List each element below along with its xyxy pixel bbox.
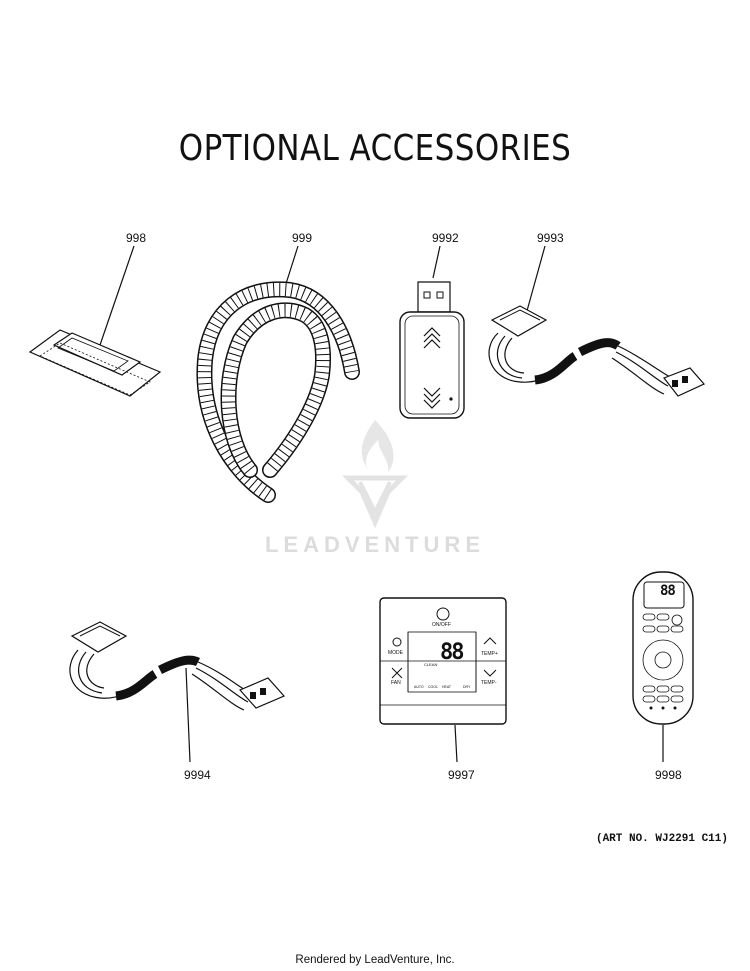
thermostat-heat-label: HEAT: [442, 685, 452, 689]
thermostat-cool-label: COOL: [428, 685, 438, 689]
callout-9994: 9994: [184, 768, 211, 782]
callout-998: 998: [126, 231, 147, 245]
art-number: (ART NO. WJ2291 C11): [595, 833, 728, 845]
thermostat-digits: 88: [440, 640, 464, 665]
callout-9998: 9998: [655, 768, 682, 782]
remote-digits: 88: [660, 583, 676, 599]
thermostat-mode-label: MODE: [388, 650, 403, 656]
thermostat-clean-label: CLEAN: [424, 662, 438, 667]
thermostat-temp-down-label: TEMP-: [481, 680, 497, 686]
power-icon: [436, 607, 450, 621]
page-title: OPTIONAL ACCESSORIES: [178, 128, 572, 169]
callout-9997: 9997: [448, 768, 475, 782]
footer-credit: Rendered by LeadVenture, Inc.: [295, 954, 455, 966]
watermark-text: LEADVENTURE: [264, 532, 485, 557]
callout-9993: 9993: [537, 231, 564, 245]
thermostat-temp-up-label: TEMP+: [481, 651, 498, 657]
thermostat-fan-label: FAN: [391, 680, 401, 686]
callout-999: 999: [292, 231, 313, 245]
callout-9992: 9992: [432, 231, 459, 245]
thermostat-onoff-label: ON/OFF: [432, 622, 451, 628]
thermostat-auto-label: AUTO: [414, 685, 424, 689]
thermostat-dry-label: DRY: [463, 685, 471, 689]
